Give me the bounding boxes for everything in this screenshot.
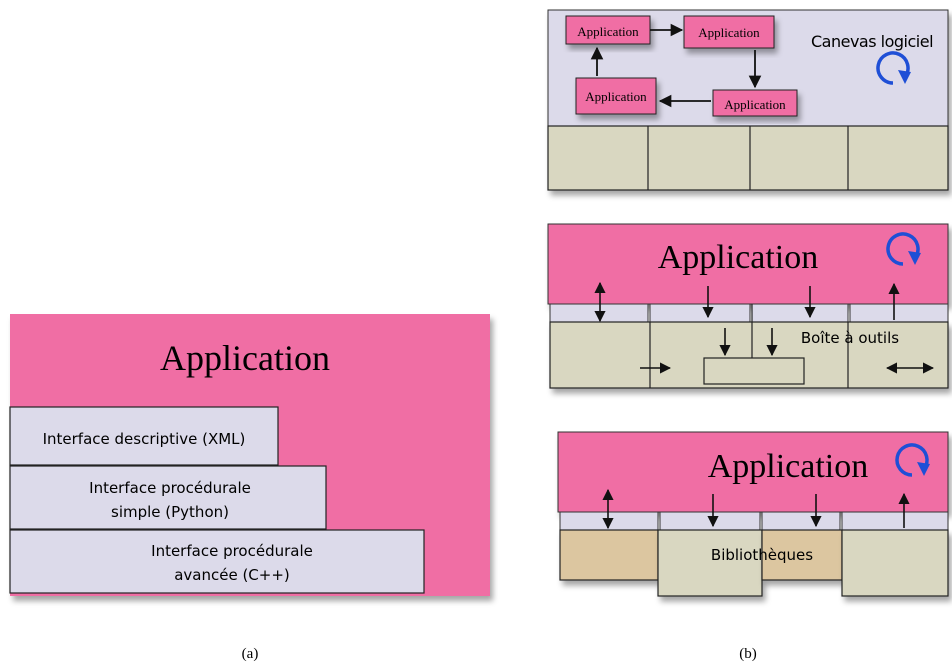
layer-xml xyxy=(9,406,279,466)
application-label: Application xyxy=(160,338,330,378)
caption-a: (a) xyxy=(242,646,259,662)
caption-b: (b) xyxy=(739,646,757,662)
app-box-3-label: Application xyxy=(724,97,786,112)
panel-a: Application Interface descriptive (XML) … xyxy=(9,314,490,596)
layer-xml-label: Interface descriptive (XML) xyxy=(43,430,246,448)
framework-base xyxy=(547,125,949,191)
library-box-4 xyxy=(841,529,949,597)
layer-python-line2: simple (Python) xyxy=(111,503,229,521)
library-box-3 xyxy=(761,529,843,581)
app-box-2 xyxy=(683,15,775,49)
library-app-label: Application xyxy=(708,448,869,485)
layer-python xyxy=(9,465,327,530)
layer-cpp-line1: Interface procédurale xyxy=(151,542,313,560)
toolbox-app-block xyxy=(547,223,949,305)
app-box-4-label: Application xyxy=(585,89,647,104)
panel-b-library: Application Bibliothèques xyxy=(557,431,949,597)
loop-arrow-icon xyxy=(895,443,930,477)
layer-cpp xyxy=(9,529,425,594)
layer-cpp-line2: avancée (C++) xyxy=(174,566,290,584)
panel-b-framework: Application Application Application Appl… xyxy=(547,9,949,191)
library-box-1 xyxy=(559,529,659,581)
toolbox-app-label: Application xyxy=(658,239,819,276)
app-box-4 xyxy=(575,77,657,115)
loop-arrow-icon xyxy=(876,51,911,85)
library-app-block xyxy=(557,431,949,513)
app-box-1 xyxy=(565,15,651,45)
toolbox-inner-box xyxy=(703,357,805,385)
app-box-3 xyxy=(712,89,798,117)
library-box-2 xyxy=(657,529,763,597)
loop-arrow-icon xyxy=(886,232,921,266)
layer-python-line1: Interface procédurale xyxy=(89,479,251,497)
app-box-1-label: Application xyxy=(577,24,639,39)
panel-b-toolbox: Application Boîte à outils xyxy=(547,223,949,389)
app-box-2-label: Application xyxy=(698,25,760,40)
framework-label: Canevas logiciel xyxy=(811,32,933,51)
library-label: Bibliothèques xyxy=(711,546,813,564)
toolbox-label: Boîte à outils xyxy=(801,329,899,347)
